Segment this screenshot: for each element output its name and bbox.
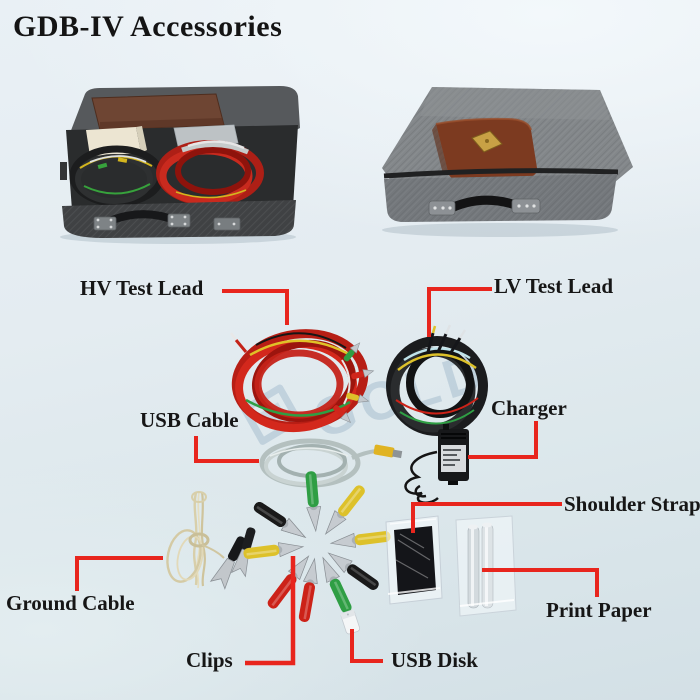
label-lv-test-lead: LV Test Lead	[494, 274, 614, 298]
open-case-photo	[60, 86, 300, 244]
shoulder-strap-photo	[385, 515, 443, 605]
lv-test-lead-callout-line	[427, 287, 492, 337]
usb-cable-photo	[259, 438, 403, 488]
label-ground-cable: Ground Cable	[6, 591, 135, 615]
label-print-paper: Print Paper	[546, 598, 652, 622]
usb-cable-callout-line	[194, 436, 259, 463]
label-usb-disk: USB Disk	[391, 648, 478, 672]
callout-lines	[75, 287, 599, 666]
print-paper-photo	[455, 515, 517, 617]
shoulder-strap-callout-line	[411, 502, 562, 533]
label-usb-cable: USB Cable	[140, 408, 239, 432]
ground-cable-callout-line	[75, 556, 163, 591]
label-shoulder-strap: Shoulder Strap	[564, 492, 700, 516]
clips-set-photo	[243, 471, 391, 622]
label-charger: Charger	[491, 396, 567, 420]
hv-test-lead-callout-line	[222, 289, 289, 325]
usb-disk-callout-line	[350, 629, 383, 663]
closed-case-photo	[382, 87, 633, 237]
charger-callout-line	[468, 421, 538, 459]
label-hv-test-lead: HV Test Lead	[80, 276, 204, 300]
label-clips: Clips	[186, 648, 233, 672]
hv-test-lead-photo	[229, 329, 375, 433]
print-paper-callout-line	[482, 568, 599, 597]
usb-disk-photo	[340, 609, 361, 635]
lv-test-lead-photo	[386, 324, 488, 436]
ground-cable-photo	[166, 491, 256, 590]
clips-callout-line	[245, 556, 296, 666]
page-title: GDB-IV Accessories	[13, 10, 283, 43]
